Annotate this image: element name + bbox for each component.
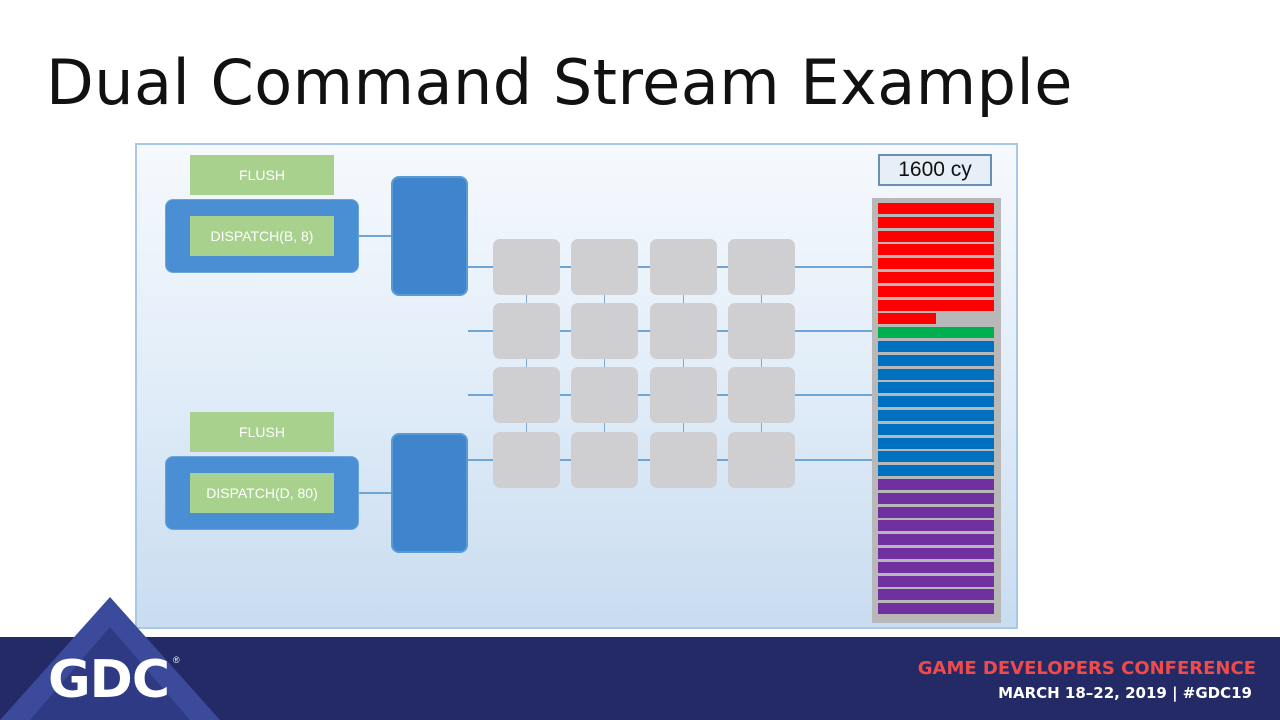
usage-bar-purple	[878, 479, 994, 490]
usage-bar-purple	[878, 561, 994, 573]
usage-bar-red	[878, 299, 994, 311]
usage-bar-red	[878, 258, 994, 270]
usage-bar-red	[878, 216, 994, 228]
compute-unit-cell	[571, 432, 638, 488]
stream-b-flush-label: FLUSH	[190, 412, 334, 452]
compute-unit-cell	[728, 367, 795, 423]
compute-unit-cell	[493, 432, 560, 488]
usage-bar-blue	[878, 368, 994, 380]
usage-bar-purple	[878, 534, 994, 546]
usage-bar-purple	[878, 575, 994, 587]
usage-bar-blue	[878, 410, 994, 421]
compute-unit-cell	[728, 432, 795, 488]
usage-bar-blue	[878, 451, 994, 463]
stream-b-connector-line	[359, 492, 393, 494]
usage-bar-purple	[878, 589, 994, 601]
usage-bar-purple	[878, 492, 994, 504]
column-2-connector-line	[604, 266, 605, 459]
gdc-logo: GDC	[48, 650, 170, 710]
conference-dates: MARCH 18–22, 2019 | #GDC19	[998, 684, 1252, 702]
usage-bar-blue	[878, 396, 994, 408]
usage-bar-red-partial	[878, 313, 936, 325]
stream-a-connector-line	[359, 235, 393, 237]
compute-unit-cell	[571, 367, 638, 423]
cycle-counter: 1600 cy	[878, 154, 992, 186]
stream-a-queue-block	[391, 176, 468, 296]
compute-unit-cell	[650, 239, 717, 295]
usage-bar-blue	[878, 437, 994, 449]
compute-unit-cell	[650, 303, 717, 359]
compute-unit-cell	[571, 239, 638, 295]
column-3-connector-line	[683, 266, 684, 459]
usage-bar-red	[878, 203, 994, 214]
compute-unit-cell	[650, 432, 717, 488]
slide-title: Dual Command Stream Example	[46, 46, 1073, 119]
conference-name: GAME DEVELOPERS CONFERENCE	[917, 658, 1256, 679]
compute-unit-cell	[650, 367, 717, 423]
gdc-logo-registered-mark: ®	[173, 655, 180, 665]
footer-band	[0, 637, 1280, 720]
usage-bar-red	[878, 285, 994, 297]
column-4-connector-line	[761, 266, 762, 459]
stream-b-dispatch-label: DISPATCH(D, 80)	[190, 473, 334, 513]
usage-bar-blue	[878, 341, 994, 352]
stream-a-dispatch-label: DISPATCH(B, 8)	[190, 216, 334, 256]
gdc-triangle-icon	[0, 597, 220, 720]
compute-unit-cell	[493, 239, 560, 295]
usage-bar-blue	[878, 465, 994, 477]
compute-unit-cell	[728, 239, 795, 295]
usage-bar-purple	[878, 548, 994, 559]
usage-bar-purple	[878, 520, 994, 532]
stream-b-queue-block	[391, 433, 468, 553]
usage-bar-purple	[878, 506, 994, 518]
usage-bar-red	[878, 272, 994, 283]
compute-unit-cell	[493, 367, 560, 423]
usage-bar-green	[878, 327, 994, 339]
compute-unit-cell	[728, 303, 795, 359]
usage-bar-blue	[878, 382, 994, 394]
compute-unit-cell	[493, 303, 560, 359]
column-1-connector-line	[526, 266, 527, 459]
usage-bar-red	[878, 230, 994, 242]
usage-bar-blue	[878, 354, 994, 366]
usage-bar-purple	[878, 603, 994, 615]
compute-unit-cell	[571, 303, 638, 359]
stream-a-flush-label: FLUSH	[190, 155, 334, 195]
usage-bar-red	[878, 244, 994, 256]
usage-bar-blue	[878, 423, 994, 435]
